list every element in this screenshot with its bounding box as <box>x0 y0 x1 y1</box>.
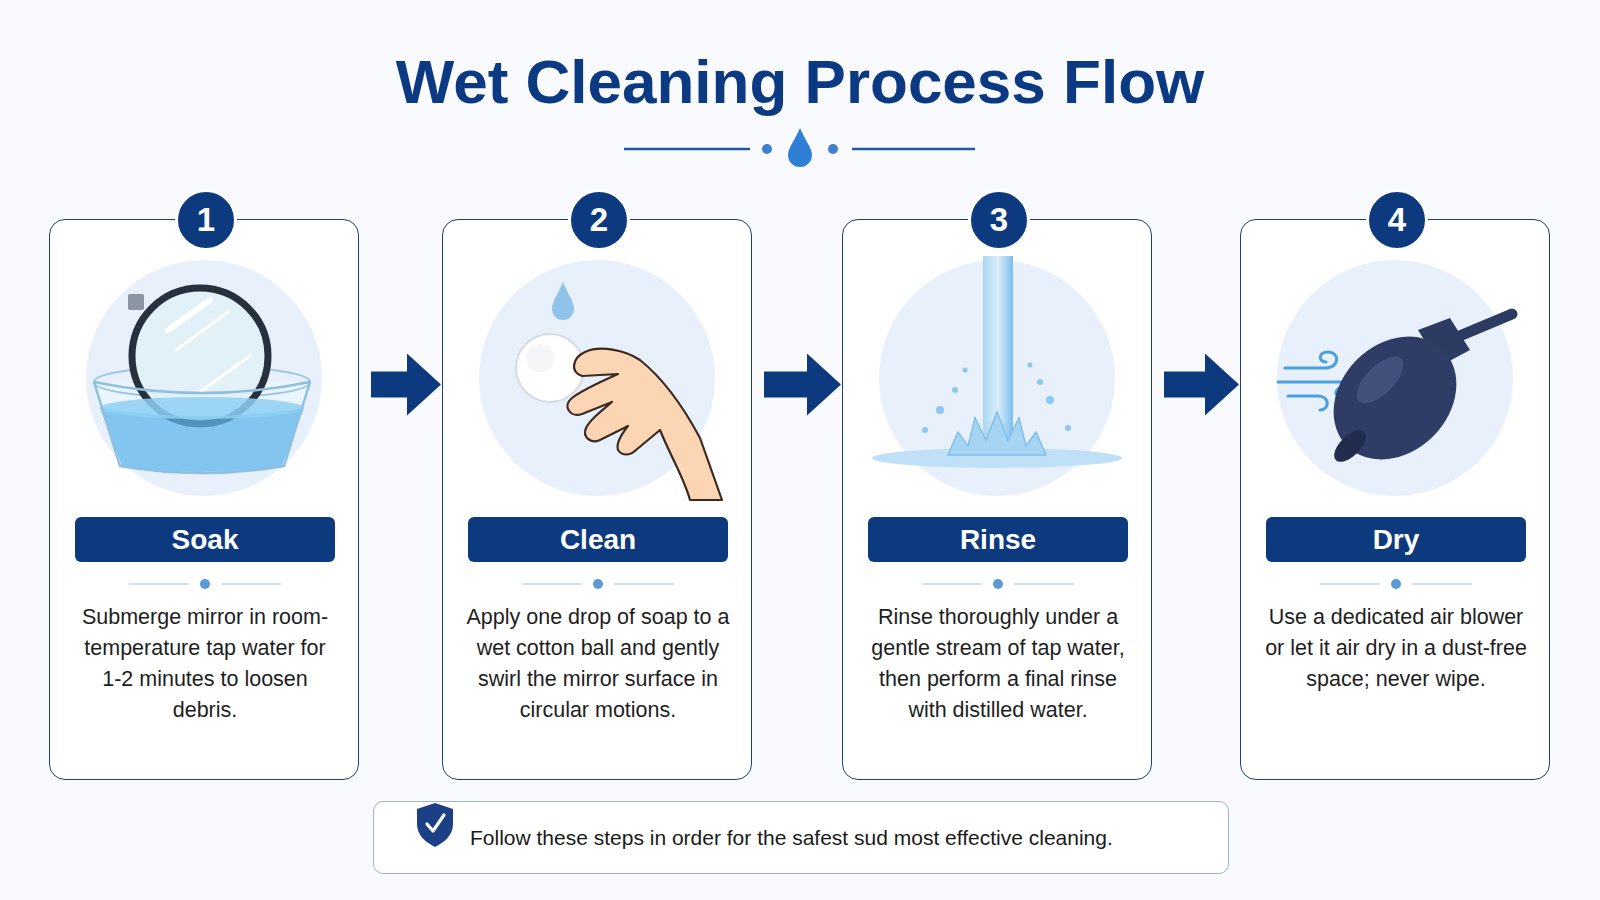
step-card: Submerge mirror in room-temperature tap … <box>49 219 359 780</box>
flow-arrow <box>1164 354 1239 416</box>
flow-arrow <box>764 354 841 416</box>
step-number: 2 <box>590 201 608 239</box>
divider-ornament <box>922 583 982 585</box>
step-description: Apply one drop of soap to a wet cotton b… <box>465 602 731 726</box>
step-card: Use a dedicated air blower or let it air… <box>1240 219 1550 780</box>
divider-ornament <box>129 583 189 585</box>
step-description: Submerge mirror in room-temperature tap … <box>72 602 338 726</box>
dry-illustration <box>1277 260 1513 496</box>
flow-arrow <box>371 354 441 416</box>
soak-illustration <box>86 260 322 496</box>
step-name: Soak <box>172 524 239 556</box>
step-number-badge: 3 <box>968 189 1030 251</box>
step-name: Dry <box>1373 524 1420 556</box>
diagram-title: Wet Cleaning Process Flow <box>0 44 1600 120</box>
divider-ornament <box>1391 579 1401 589</box>
divider-ornament <box>593 579 603 589</box>
step-label-band: Rinse <box>868 517 1128 562</box>
step-name: Rinse <box>960 524 1036 556</box>
note-text: Follow these steps in order for the safe… <box>374 826 1113 850</box>
divider-ornament <box>614 583 674 585</box>
divider-ornament <box>522 583 582 585</box>
divider-ornament <box>200 579 210 589</box>
rinse-illustration <box>872 256 1122 496</box>
step-number: 1 <box>197 201 215 239</box>
divider-ornament <box>993 579 1003 589</box>
title-ornament <box>624 128 975 167</box>
step-number: 3 <box>990 201 1008 239</box>
step-description: Use a dedicated air blower or let it air… <box>1263 602 1529 695</box>
clean-illustration <box>479 260 722 500</box>
divider-ornament <box>1320 583 1380 585</box>
step-number-badge: 1 <box>175 189 237 251</box>
step-card: Apply one drop of soap to a wet cotton b… <box>442 219 752 780</box>
divider-ornament <box>1014 583 1074 585</box>
divider-ornament <box>221 583 281 585</box>
step-description: Rinse thoroughly under a gentle stream o… <box>865 602 1131 726</box>
note-box: Follow these steps in order for the safe… <box>373 801 1229 874</box>
step-number-badge: 4 <box>1366 189 1428 251</box>
step-label-band: Clean <box>468 517 728 562</box>
shield-icon <box>417 803 453 847</box>
step-label-band: Soak <box>75 517 335 562</box>
step-label-band: Dry <box>1266 517 1526 562</box>
step-number-badge: 2 <box>568 189 630 251</box>
divider-ornament <box>1412 583 1472 585</box>
step-card: Rinse thoroughly under a gentle stream o… <box>842 219 1152 780</box>
step-number: 4 <box>1388 201 1406 239</box>
step-name: Clean <box>560 524 636 556</box>
